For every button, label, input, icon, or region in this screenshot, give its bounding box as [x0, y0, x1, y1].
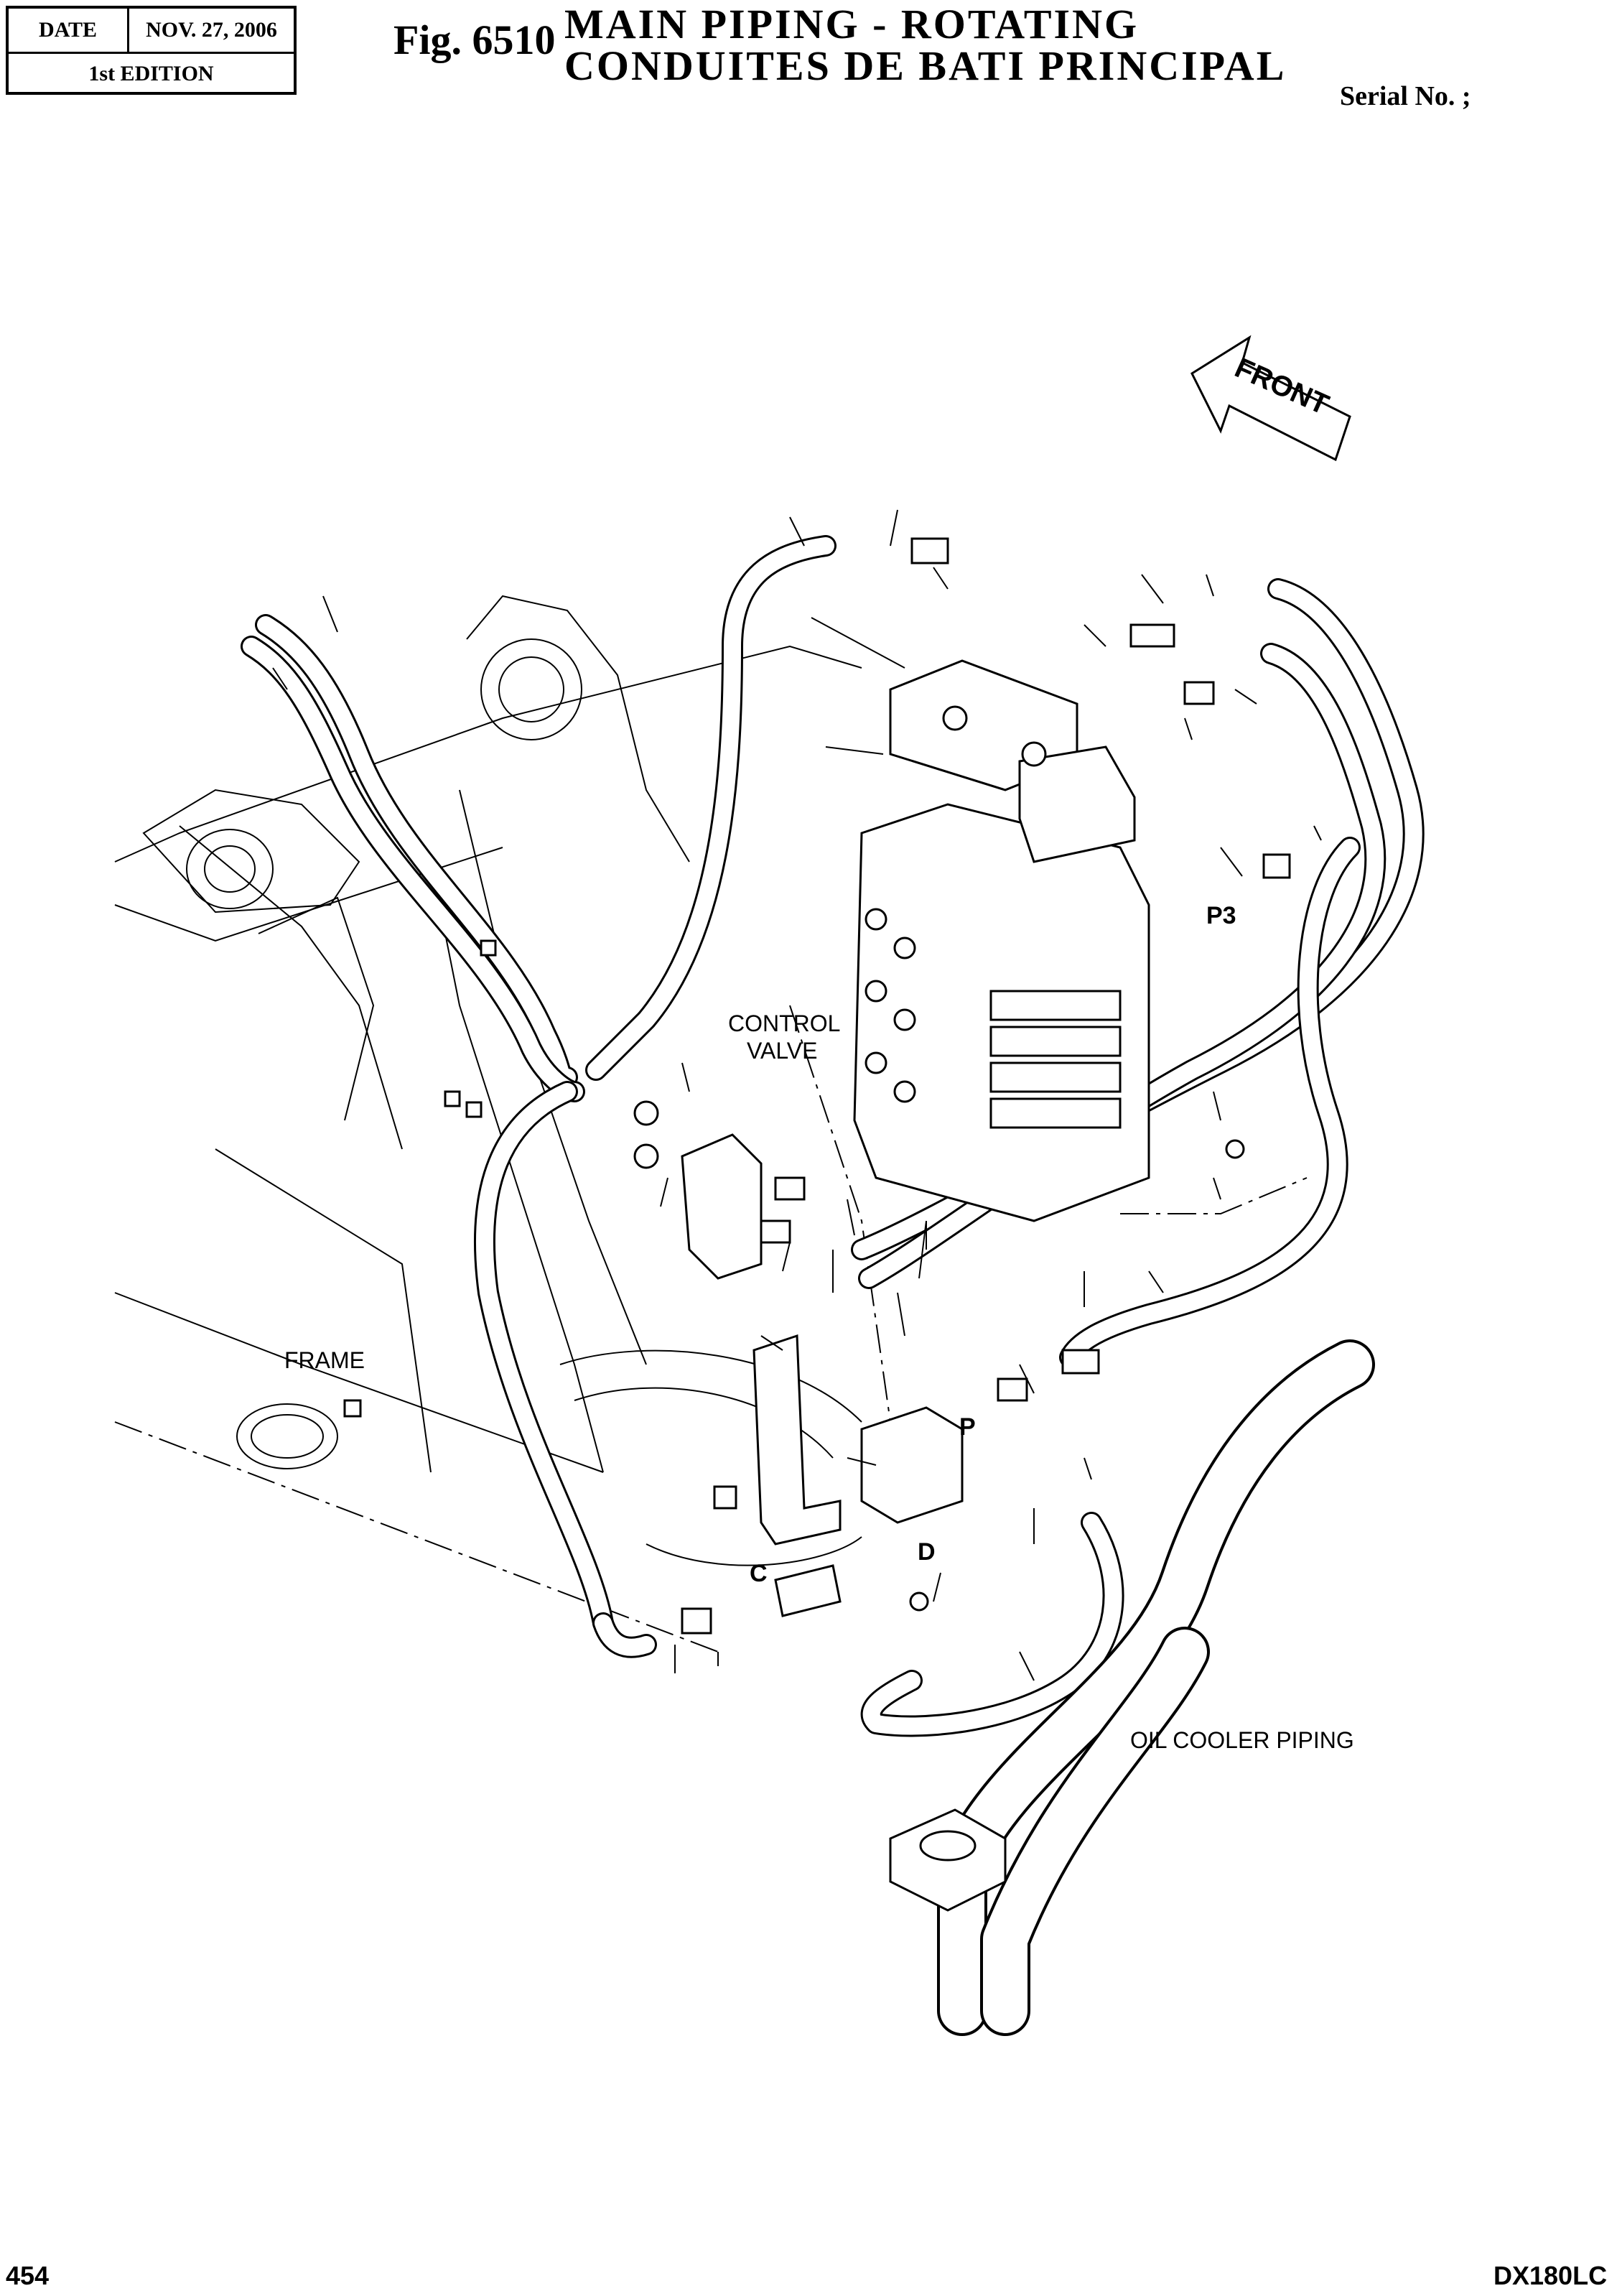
edition-label: 1st EDITION [88, 62, 214, 85]
figure-number: Fig. 6510 [393, 17, 556, 63]
port-d-label: D [918, 1538, 936, 1566]
date-box: DATE NOV. 27, 2006 1st EDITION [6, 6, 297, 95]
title-english: MAIN PIPING - ROTATING [564, 1, 1140, 47]
date-value: NOV. 27, 2006 [146, 18, 277, 42]
oil-cooler-label: OIL COOLER PIPING [1130, 1727, 1354, 1753]
hose-oil-cooler [860, 1512, 1124, 1737]
frame-label: FRAME [284, 1347, 365, 1373]
hose-top [585, 535, 837, 1081]
hose-pair-left [241, 614, 585, 1102]
serial-number: Serial No. ; [1340, 81, 1471, 111]
bracket-bottom [752, 1334, 964, 1617]
bracket-left [681, 1133, 763, 1280]
control-valve-body [853, 659, 1150, 1222]
port-p3-label: P3 [1206, 902, 1236, 929]
fitting-group [343, 537, 1291, 1635]
front-arrow-icon [1190, 335, 1351, 462]
leader-lines [272, 509, 1322, 1681]
control-valve-label-2: VALVE [747, 1038, 818, 1064]
frame-structure [114, 595, 1308, 1653]
hose-long-left [473, 1081, 657, 1658]
control-valve-label-1: CONTROL [728, 1010, 841, 1036]
hose-p3-loop [1059, 837, 1361, 1368]
page-number: 454 [6, 2261, 50, 2290]
title-french: CONDUITES DE BATI PRINCIPAL [564, 42, 1287, 89]
port-p-label: P [959, 1413, 976, 1441]
model-number: DX180LC [1493, 2261, 1608, 2290]
date-label: DATE [9, 9, 129, 52]
port-c-label: C [750, 1560, 768, 1587]
oil-cooler-tube [889, 1339, 1375, 2036]
